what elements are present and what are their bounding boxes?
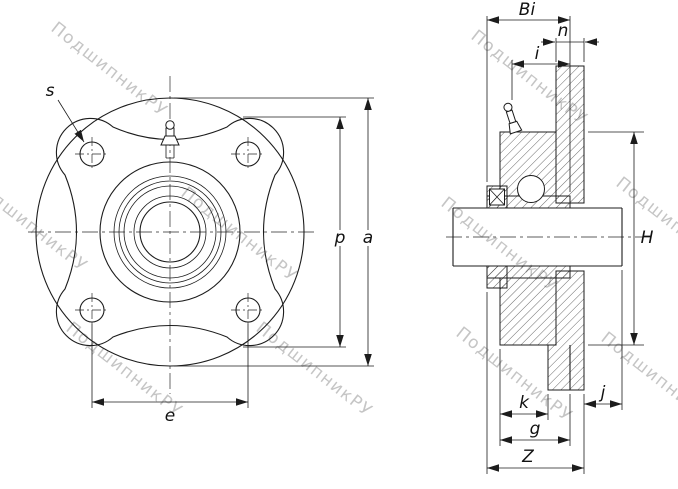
dim-label-p: p [334,228,346,248]
dim-k-extensions [499,349,549,446]
bearing-ball [517,175,545,203]
grease-fitting-side [503,102,523,135]
dim-label-s: s [46,81,55,101]
watermark-text: ПодшипникРУ [252,318,376,421]
bolt-hole [79,141,105,167]
fitting-bore-lines [165,145,175,159]
dim-a-extensions [174,97,374,367]
fitting-ball [503,102,513,112]
dim-i: i [511,44,570,100]
dim-label-g: g [530,419,541,439]
shaft-outline [452,207,623,267]
fitting-ball [165,120,175,130]
watermark-text: ПодшипникРУ [0,173,91,276]
dim-p-extensions [243,116,346,348]
dim-label-i: i [535,44,540,64]
dim-a: a [174,97,374,367]
watermark-text: ПодшипникРУ [177,183,301,286]
side-view [446,65,650,391]
bolt-centermark [75,293,109,327]
dim-Bi-extensions [486,16,571,192]
bolt-centermark [75,137,109,171]
bolt-holes [75,137,265,327]
dim-H: H [588,131,654,346]
dim-k: k [499,349,549,446]
bore-chamfer-circle [133,195,207,269]
flange-outer-circle [35,97,305,367]
dim-label-n: n [558,21,569,41]
dim-label-a: a [363,228,373,248]
grease-fitting-front [160,120,180,159]
shaft-bore-circle [139,201,201,263]
dim-Bi: Bi [486,0,571,192]
front-dimensions: s e p a [46,81,374,426]
flange-plate-outline [55,117,285,347]
housing-boss-circle [99,161,241,303]
fitting-base [508,120,523,135]
fitting-stem [505,109,517,125]
dim-label-H: H [641,228,654,248]
dim-p: p [243,116,346,348]
watermark-text: ПодшипникРУ [597,328,678,431]
race-circle [118,180,222,284]
race-circle [123,185,217,279]
bolt-hole [79,297,105,323]
dim-label-Z: Z [521,447,534,467]
set-screw [489,188,505,206]
locking-collar-bottom [486,265,508,289]
dim-s-leader [57,99,85,143]
race-circle [113,175,227,289]
dim-g: g [500,394,571,446]
bearing-rings [99,161,241,303]
shaft [452,207,623,267]
dim-label-k: k [519,393,530,413]
set-screw-cross [489,188,505,206]
dim-s: s [46,81,85,143]
fitting-base [160,135,180,146]
dim-Z: Z [486,292,584,474]
bolt-hole [235,141,261,167]
bolt-centermark [231,293,265,327]
dim-n: n [541,21,599,62]
dim-label-j: j [599,383,606,403]
dim-label-Bi: Bi [519,0,536,20]
bolt-hole [235,297,261,323]
dim-j: j [583,270,623,474]
side-dimensions: Bi n i H k j [486,0,654,474]
watermark-text: ПодшипникРУ [47,18,171,121]
front-view [28,76,318,394]
dim-H-extensions [588,131,644,346]
housing-section-bottom [499,277,557,346]
dim-label-e: e [165,406,175,426]
dim-j-extensions [583,270,623,474]
bolt-centermark [231,137,265,171]
